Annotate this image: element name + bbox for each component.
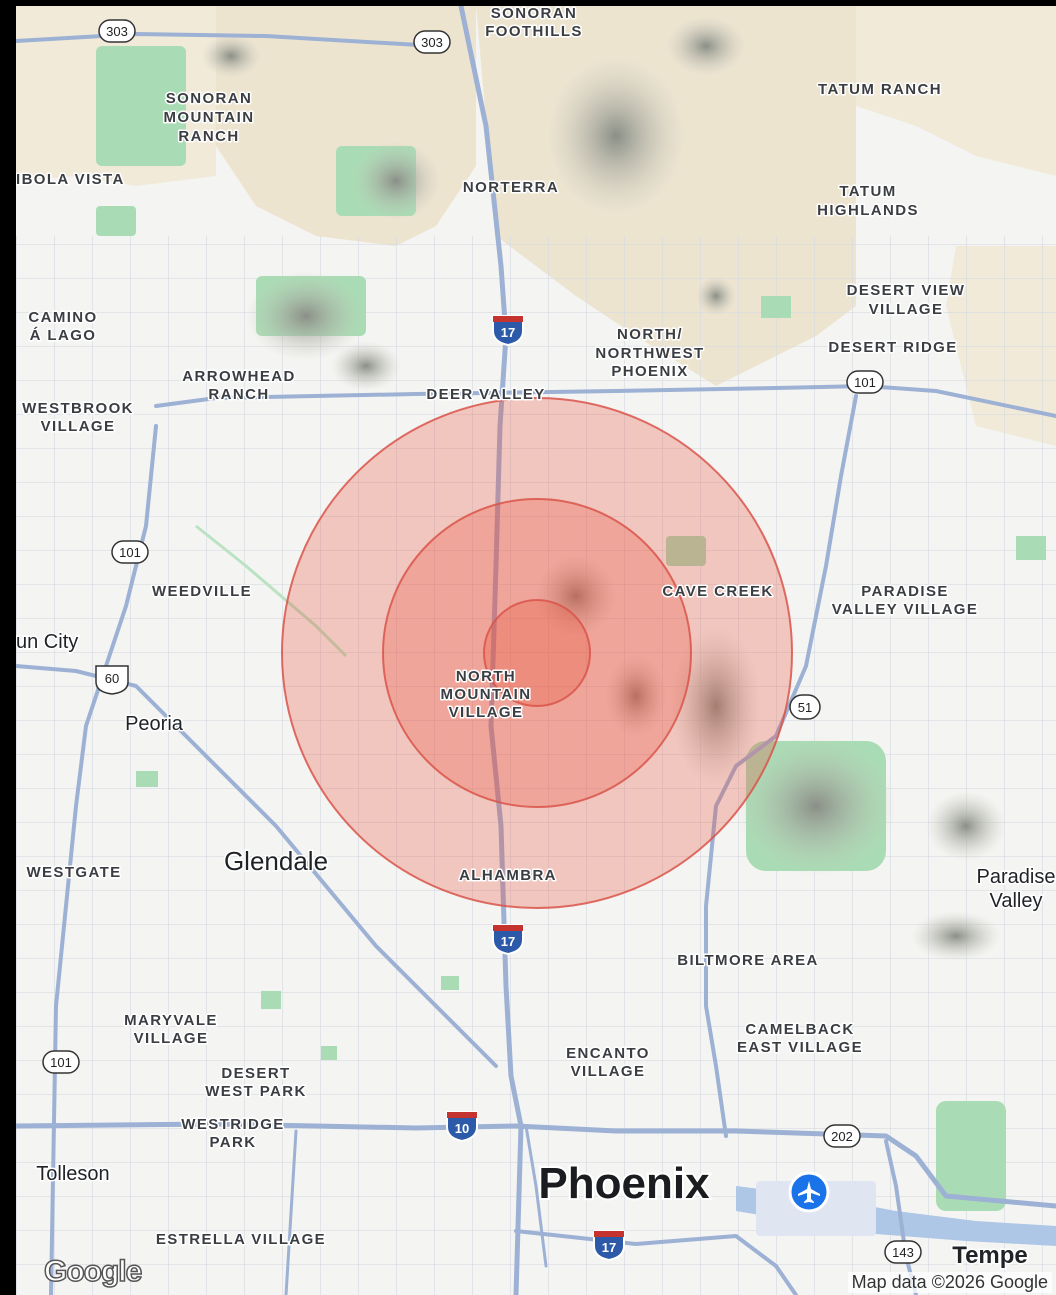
svg-text:17: 17	[602, 1240, 616, 1255]
shield-sr51: 51	[789, 694, 821, 720]
shield-sr303-b: 303	[413, 30, 451, 54]
shield-i10: 10	[446, 1111, 478, 1143]
svg-text:143: 143	[892, 1245, 914, 1260]
svg-text:101: 101	[50, 1055, 72, 1070]
shield-i17-north: 17	[492, 315, 524, 347]
svg-text:303: 303	[421, 35, 443, 50]
radius-rings	[281, 397, 793, 909]
label-glendale: Glendale	[224, 846, 328, 876]
label-westgate: WESTGATE	[26, 864, 121, 881]
shield-lp101-w: 101	[111, 540, 149, 564]
svg-text:101: 101	[854, 375, 876, 390]
shield-sr303-a: 303	[98, 19, 136, 43]
label-cibola-vista: IBOLA VISTA	[16, 171, 125, 188]
google-logo[interactable]: Google	[43, 1254, 143, 1289]
svg-text:17: 17	[501, 934, 515, 949]
shield-i17-south: 17	[593, 1230, 625, 1262]
shield-us60: 60	[95, 665, 129, 695]
label-alhambra: ALHAMBRA	[459, 867, 557, 884]
label-phoenix: Phoenix	[538, 1159, 710, 1208]
map-attribution[interactable]: Map data ©2026 Google	[847, 1272, 1052, 1293]
label-deer-valley: DEER VALLEY	[426, 386, 545, 403]
radius-ring-middle	[382, 498, 692, 808]
route-shields: 303 303 101 101 101 60 51 202	[42, 19, 922, 1264]
svg-text:303: 303	[106, 24, 128, 39]
shield-lp202: 202	[823, 1124, 861, 1148]
shield-i17-mid: 17	[492, 924, 524, 956]
label-biltmore-area: BILTMORE AREA	[677, 952, 819, 969]
svg-text:17: 17	[501, 325, 515, 340]
airplane-icon[interactable]	[788, 1171, 830, 1213]
label-norterra: NORTERRA	[463, 179, 559, 196]
label-tolleson: Tolleson	[36, 1163, 109, 1185]
terrain-shading	[201, 16, 1006, 961]
radius-ring-outer	[281, 397, 793, 909]
svg-text:51: 51	[798, 700, 812, 715]
shield-sr143: 143	[884, 1240, 922, 1264]
label-cave-creek: CAVE CREEK	[662, 583, 773, 600]
label-estrella-village: ESTRELLA VILLAGE	[156, 1231, 326, 1248]
shield-lp101-ne: 101	[846, 370, 884, 394]
label-tatum-ranch: TATUM RANCH	[818, 81, 942, 98]
canal	[195, 524, 348, 658]
radius-ring-inner	[483, 599, 591, 707]
label-desert-ridge: DESERT RIDGE	[828, 339, 957, 356]
label-weedville: WEEDVILLE	[152, 583, 252, 600]
svg-text:10: 10	[455, 1121, 469, 1136]
svg-text:101: 101	[119, 545, 141, 560]
label-sun-city: un City	[16, 631, 78, 653]
svg-text:60: 60	[105, 671, 119, 686]
label-tempe: Tempe	[952, 1242, 1028, 1269]
label-peoria: Peoria	[125, 713, 184, 735]
shield-lp101-sw: 101	[42, 1050, 80, 1074]
svg-text:202: 202	[831, 1129, 853, 1144]
